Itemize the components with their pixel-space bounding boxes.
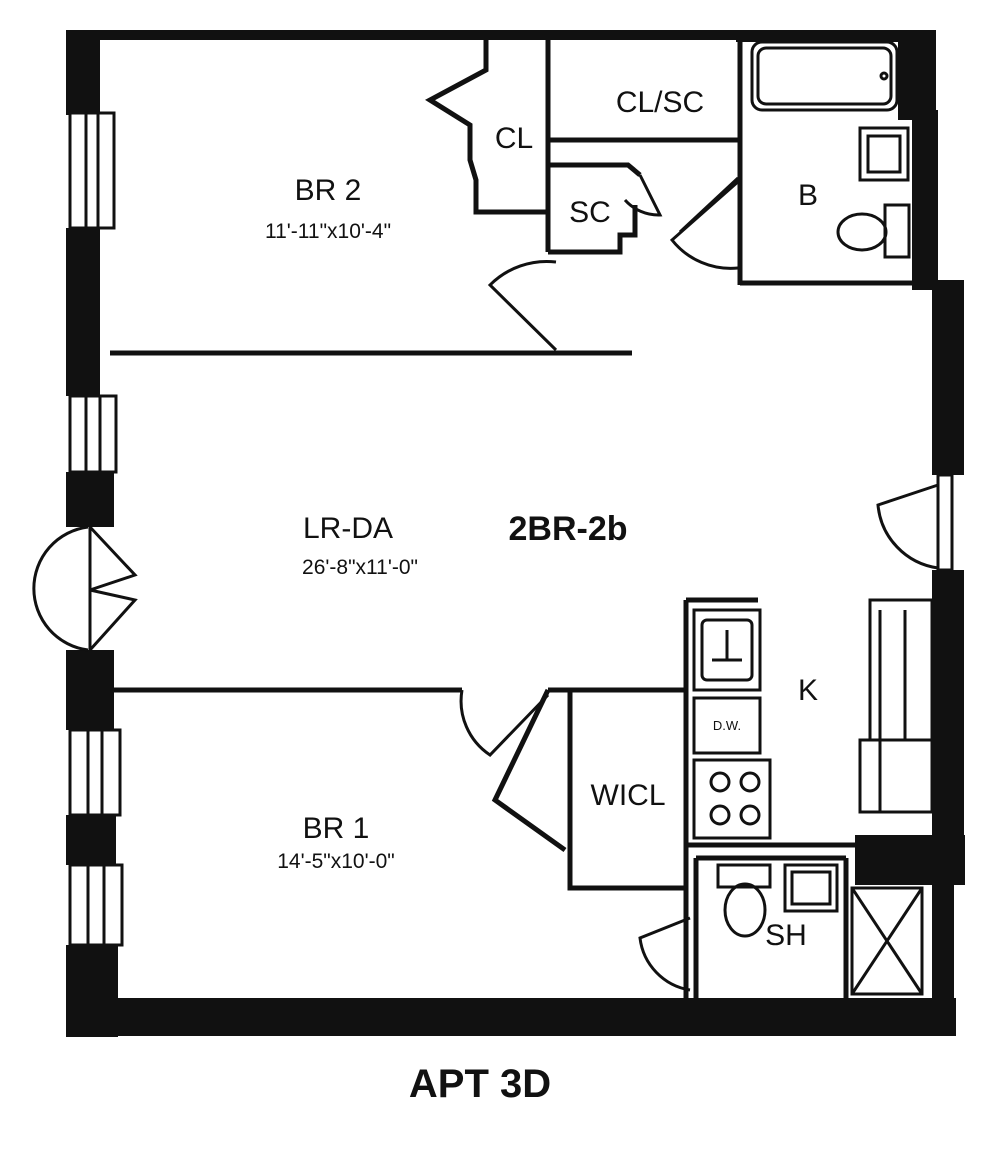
br2-name: BR 2 bbox=[295, 174, 362, 207]
kitchen-fixtures: D.W. bbox=[692, 598, 934, 840]
sh-label: SH bbox=[765, 919, 807, 952]
bathroom-fixtures bbox=[750, 40, 911, 259]
balcony-door bbox=[32, 525, 138, 652]
dishwasher-label: D.W. bbox=[713, 718, 741, 733]
cl-label: CL bbox=[495, 122, 533, 155]
lrda-name: LR-DA bbox=[303, 512, 393, 545]
lrda-dimensions: 26'-8"x11'-0" bbox=[302, 556, 418, 579]
room-labels: BR 2 11'-11"x10'-4" CL CL/SC SC B LR-DA … bbox=[265, 86, 818, 952]
br2-dimensions: 11'-11"x10'-4" bbox=[265, 220, 391, 243]
interior-walls bbox=[110, 40, 932, 998]
wicl-label: WICL bbox=[591, 779, 666, 812]
sc-label: SC bbox=[569, 196, 611, 229]
b-label: B bbox=[798, 179, 818, 212]
unit-type-label: 2BR-2b bbox=[508, 510, 627, 548]
shower-bath-fixtures bbox=[716, 863, 924, 996]
br1-name: BR 1 bbox=[303, 812, 370, 845]
clsc-label: CL/SC bbox=[616, 86, 704, 119]
doors bbox=[459, 174, 939, 992]
k-label: K bbox=[798, 674, 818, 707]
br1-dimensions: 14'-5"x10'-0" bbox=[277, 850, 395, 873]
windows bbox=[68, 111, 954, 947]
exterior-walls bbox=[66, 30, 965, 1037]
apartment-title: APT 3D bbox=[409, 1062, 551, 1106]
